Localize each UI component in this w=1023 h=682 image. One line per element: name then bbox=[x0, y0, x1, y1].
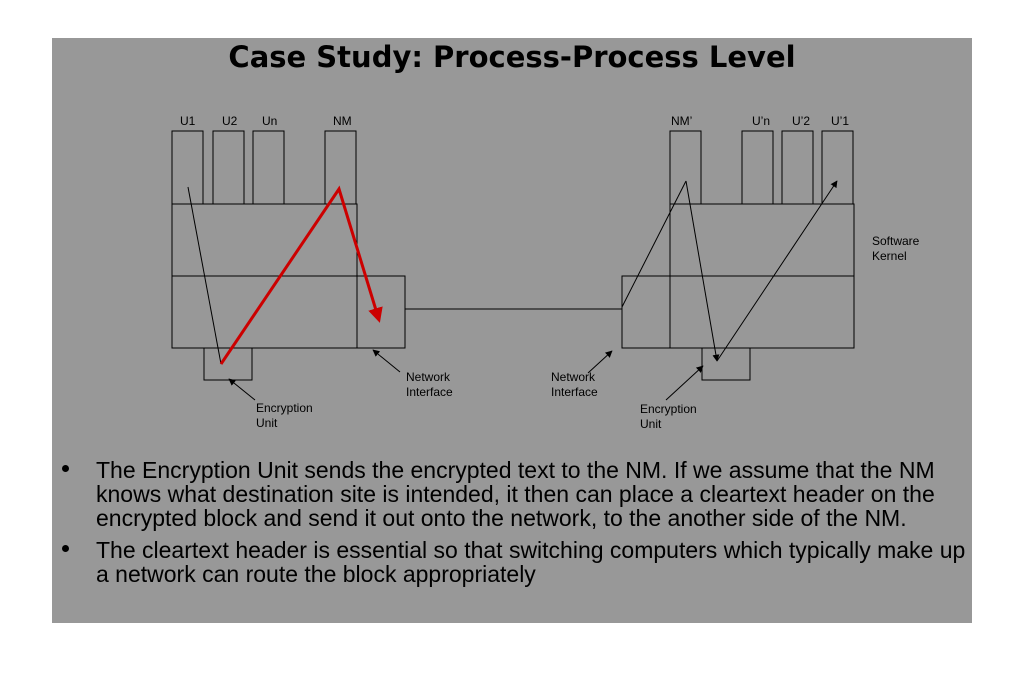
right-process-un-box bbox=[741, 130, 774, 205]
bullet-dot-icon bbox=[62, 465, 69, 472]
left-process-u1-box bbox=[171, 130, 204, 205]
slide-background bbox=[52, 38, 972, 623]
left-u1-to-encryption-line bbox=[187, 186, 222, 365]
bullet-list: The Encryption Unit sends the encrypted … bbox=[62, 458, 967, 594]
left-encryption-label-line2: Unit bbox=[256, 416, 278, 430]
left-network-interface-box bbox=[356, 275, 406, 349]
label-u1: U1 bbox=[180, 114, 196, 128]
right-process-nm-box bbox=[669, 130, 702, 205]
left-encryption-label-line1: Encryption bbox=[256, 401, 313, 415]
label-un: Un bbox=[262, 114, 277, 128]
left-interface-label-line1: Network bbox=[406, 370, 451, 384]
left-kernel-upper bbox=[171, 203, 358, 277]
bullet-text: The Encryption Unit sends the encrypted … bbox=[96, 457, 935, 531]
right-network-interface-box bbox=[621, 275, 671, 349]
right-nm-to-encryption-arrow bbox=[685, 180, 720, 362]
right-kernel-upper bbox=[669, 203, 855, 277]
bullet-item: The cleartext header is essential so tha… bbox=[62, 538, 967, 586]
right-encryption-to-u1-arrow bbox=[716, 180, 838, 362]
left-kernel-lower bbox=[171, 275, 358, 349]
bullet-text: The cleartext header is essential so tha… bbox=[96, 537, 966, 587]
label-nm-prime: NM’ bbox=[671, 114, 692, 128]
software-kernel-label-line1: Software bbox=[872, 234, 920, 248]
right-process-u2-box bbox=[781, 130, 814, 205]
left-red-flow-arrow bbox=[219, 185, 383, 365]
software-kernel-label-line2: Kernel bbox=[872, 249, 907, 263]
bullet-dot-icon bbox=[62, 545, 69, 552]
left-interface-label-line2: Interface bbox=[406, 385, 453, 399]
left-encryption-pointer-arrow bbox=[228, 378, 256, 401]
right-encryption-pointer-arrow bbox=[665, 365, 704, 401]
label-un-prime: U’n bbox=[752, 114, 770, 128]
left-encryption-unit-box bbox=[203, 347, 253, 381]
slide-title: Case Study: Process-Process Level bbox=[228, 40, 796, 74]
right-host bbox=[621, 130, 855, 381]
right-kernel-lower bbox=[669, 275, 855, 349]
bullet-item: The Encryption Unit sends the encrypted … bbox=[62, 458, 967, 530]
label-nm: NM bbox=[333, 114, 352, 128]
right-encryption-unit-box bbox=[701, 347, 751, 381]
left-host bbox=[171, 130, 406, 381]
left-process-u2-box bbox=[212, 130, 245, 205]
right-interface-pointer-arrow bbox=[587, 350, 613, 374]
right-interface-label-line2: Interface bbox=[551, 385, 598, 399]
right-encryption-label-line2: Unit bbox=[640, 417, 662, 431]
label-u1-prime: U’1 bbox=[831, 114, 849, 128]
right-process-u1-box bbox=[821, 130, 854, 205]
left-process-un-box bbox=[252, 130, 285, 205]
right-interface-label-line1: Network bbox=[551, 370, 596, 384]
label-u2: U2 bbox=[222, 114, 238, 128]
right-interface-to-nm-line bbox=[621, 180, 687, 308]
right-encryption-label-line1: Encryption bbox=[640, 402, 697, 416]
label-u2-prime: U’2 bbox=[792, 114, 810, 128]
left-interface-pointer-arrow bbox=[372, 349, 401, 373]
